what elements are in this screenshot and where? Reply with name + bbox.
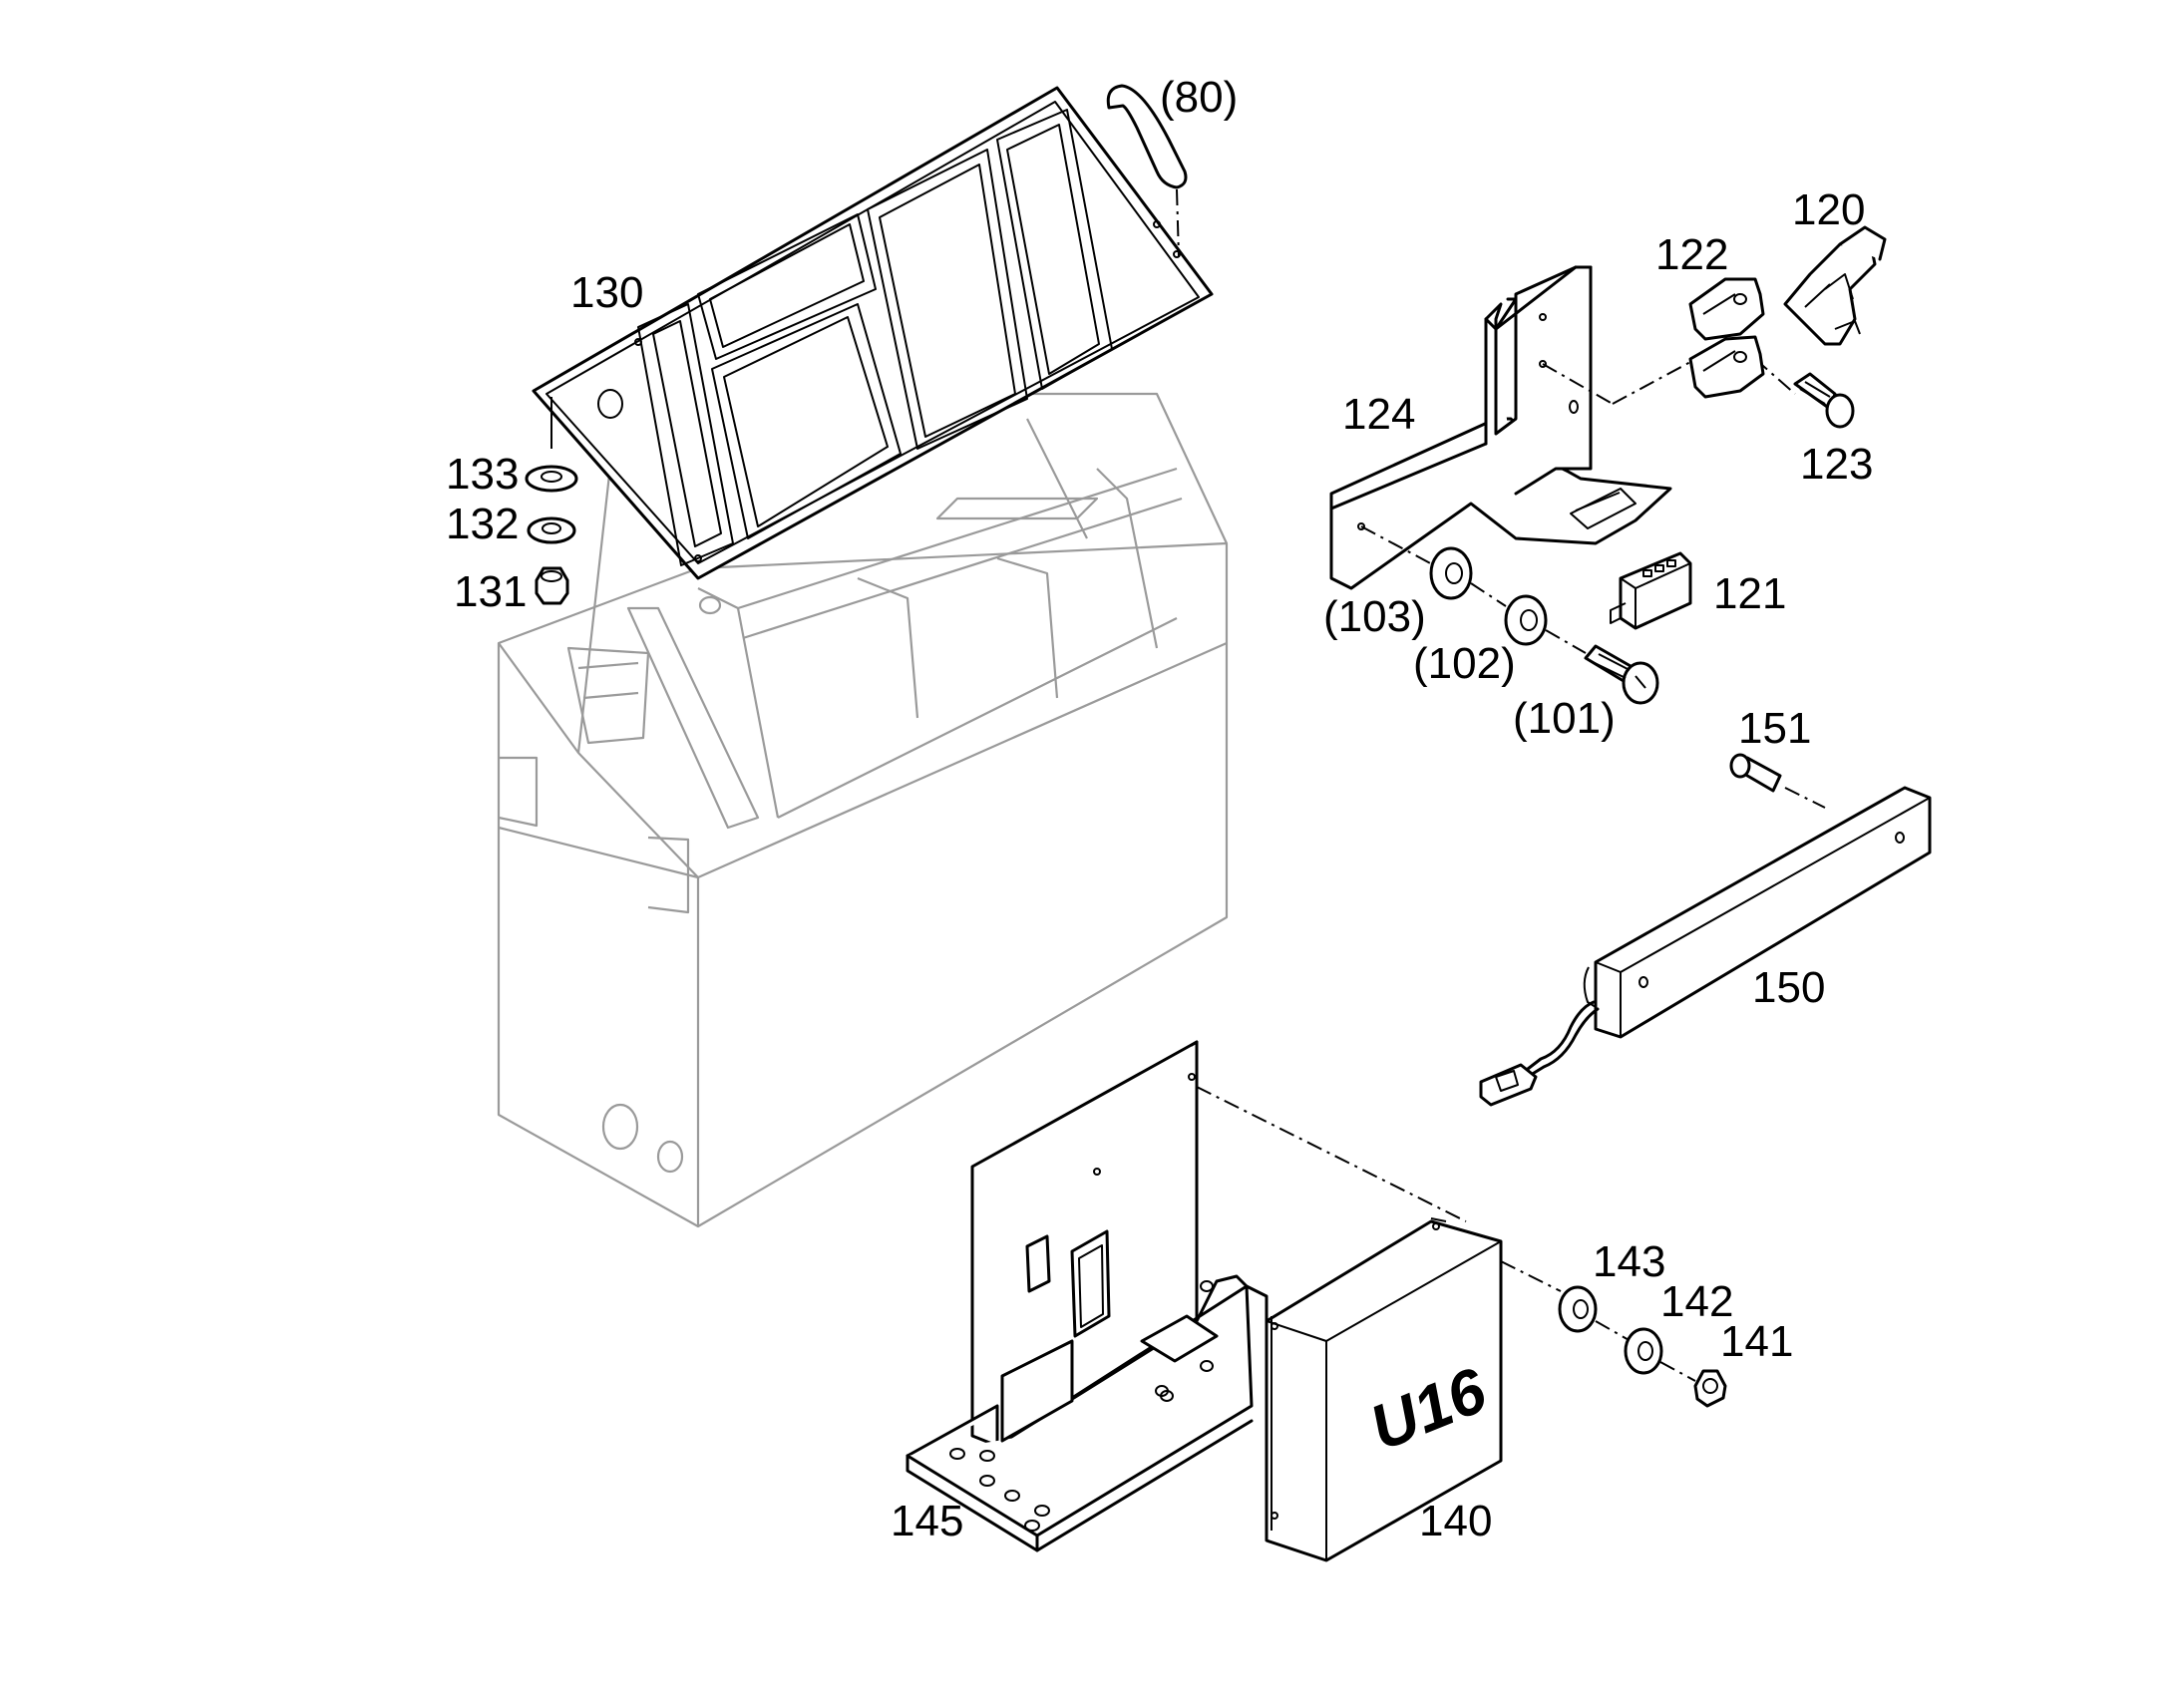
lid-panel-130 xyxy=(532,86,1214,580)
bracket-124 xyxy=(1329,265,1796,590)
clip-122 xyxy=(1688,277,1765,399)
washer-133 xyxy=(525,465,578,493)
screw-151 xyxy=(1729,753,1826,809)
connector-121 xyxy=(1610,551,1692,630)
control-module-140 xyxy=(1265,1217,1562,1562)
washer-143 xyxy=(1558,1285,1632,1342)
callout-142: 142 xyxy=(1660,1277,1733,1326)
callout-80: (80) xyxy=(1160,73,1238,122)
callout-151: 151 xyxy=(1738,704,1811,753)
callout-120: 120 xyxy=(1792,185,1865,234)
callout-131: 131 xyxy=(454,567,527,616)
callout-123: 123 xyxy=(1800,440,1873,489)
washer-102 xyxy=(1470,582,1587,654)
callout-122: 122 xyxy=(1655,230,1728,279)
callout-145: 145 xyxy=(891,1497,963,1545)
callout-150: 150 xyxy=(1752,963,1825,1012)
callout-133: 133 xyxy=(446,450,519,499)
callout-121: 121 xyxy=(1713,569,1786,618)
callout-132: 132 xyxy=(446,500,519,548)
washer-142 xyxy=(1624,1327,1696,1382)
callout-124: 124 xyxy=(1342,390,1415,439)
callout-141: 141 xyxy=(1720,1317,1793,1366)
callout-140: 140 xyxy=(1419,1497,1492,1545)
connector-housing-120 xyxy=(1783,225,1887,346)
washer-103 xyxy=(1429,546,1473,600)
callout-103: (103) xyxy=(1323,592,1426,641)
callout-102: (102) xyxy=(1413,639,1516,688)
lamp-150 xyxy=(1479,786,1932,1107)
callout-101: (101) xyxy=(1513,694,1616,743)
callout-143: 143 xyxy=(1593,1237,1665,1286)
nut-141 xyxy=(1693,1369,1727,1408)
screw-101 xyxy=(1584,644,1659,705)
callout-130: 130 xyxy=(570,268,643,317)
lock-washer-132 xyxy=(527,516,576,544)
mounting-bracket-145 xyxy=(906,1040,1467,1552)
handle-80 xyxy=(1106,84,1188,258)
nut-131 xyxy=(535,566,569,605)
screw-123 xyxy=(1793,372,1855,429)
